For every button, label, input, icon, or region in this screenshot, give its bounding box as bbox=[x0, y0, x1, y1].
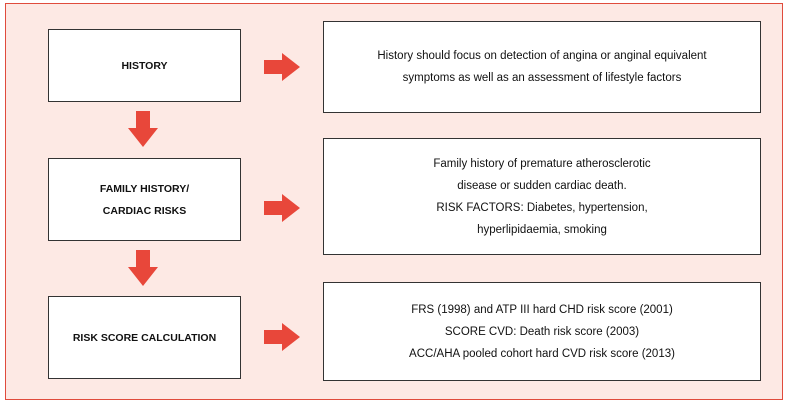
step-history-label: HISTORY bbox=[121, 59, 168, 72]
step-risk-score-box: RISK SCORE CALCULATION bbox=[48, 296, 241, 379]
step-family-history-box: FAMILY HISTORY/ CARDIAC RISKS bbox=[48, 158, 241, 241]
arrow-right-icon bbox=[264, 323, 300, 351]
history-detail-text: History should focus on detection of ang… bbox=[377, 50, 707, 84]
step-risk-score-label: RISK SCORE CALCULATION bbox=[72, 331, 217, 344]
arrow-down-icon bbox=[128, 250, 158, 286]
risk-score-detail-box: FRS (1998) and ATP III hard CHD risk sco… bbox=[323, 282, 761, 381]
risk-score-detail-text: FRS (1998) and ATP III hard CHD risk sco… bbox=[409, 303, 675, 360]
arrow-down-icon bbox=[128, 111, 158, 147]
family-history-detail-box: Family history of premature atherosclero… bbox=[323, 138, 761, 255]
step-history-box: HISTORY bbox=[48, 29, 241, 102]
step-family-history-label: FAMILY HISTORY/ CARDIAC RISKS bbox=[99, 182, 190, 217]
arrow-right-icon bbox=[264, 53, 300, 81]
history-detail-box: History should focus on detection of ang… bbox=[323, 21, 761, 113]
arrow-right-icon bbox=[264, 194, 300, 222]
family-history-detail-text: Family history of premature atherosclero… bbox=[433, 157, 651, 236]
